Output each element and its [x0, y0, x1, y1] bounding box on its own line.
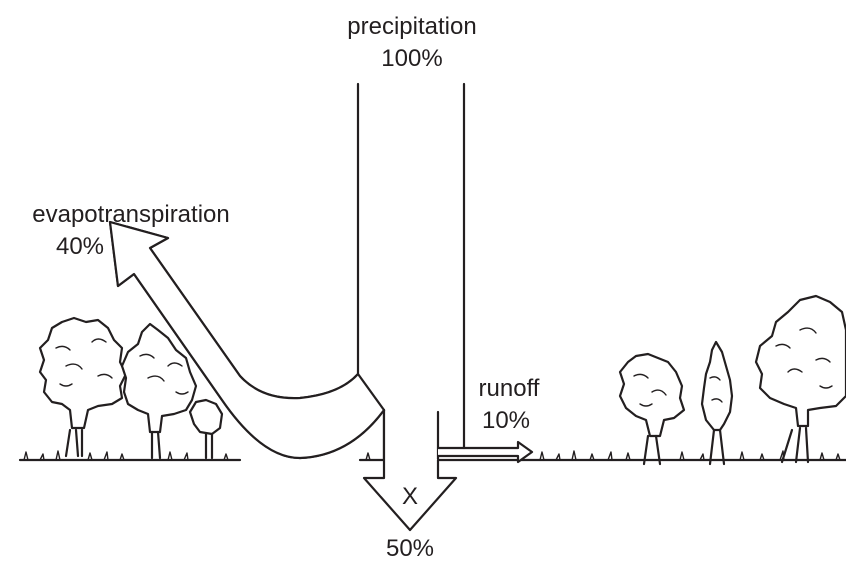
tree-left-2 — [120, 322, 198, 460]
grass-tufts — [23, 450, 841, 461]
precipitation-percent: 100% — [381, 45, 443, 72]
tree-right-1 — [618, 352, 686, 466]
infiltration-arrow — [362, 408, 458, 532]
evapotranspiration-label: evapotranspiration — [32, 201, 230, 228]
infiltration-percent: 50% — [385, 535, 435, 562]
runoff-label: runoff — [478, 375, 540, 402]
infiltration-symbol: X — [401, 483, 418, 510]
tree-right-3 — [754, 294, 846, 464]
runoff-percent: 10% — [481, 407, 531, 434]
evapotranspiration-arrow-fill — [108, 220, 386, 460]
tree-left-3 — [188, 398, 224, 460]
precipitation-label: precipitation — [347, 13, 477, 40]
evapotranspiration-percent: 40% — [55, 233, 105, 260]
tree-right-2 — [700, 340, 734, 466]
tree-left-1 — [38, 316, 128, 458]
runoff-arrow — [436, 440, 534, 464]
